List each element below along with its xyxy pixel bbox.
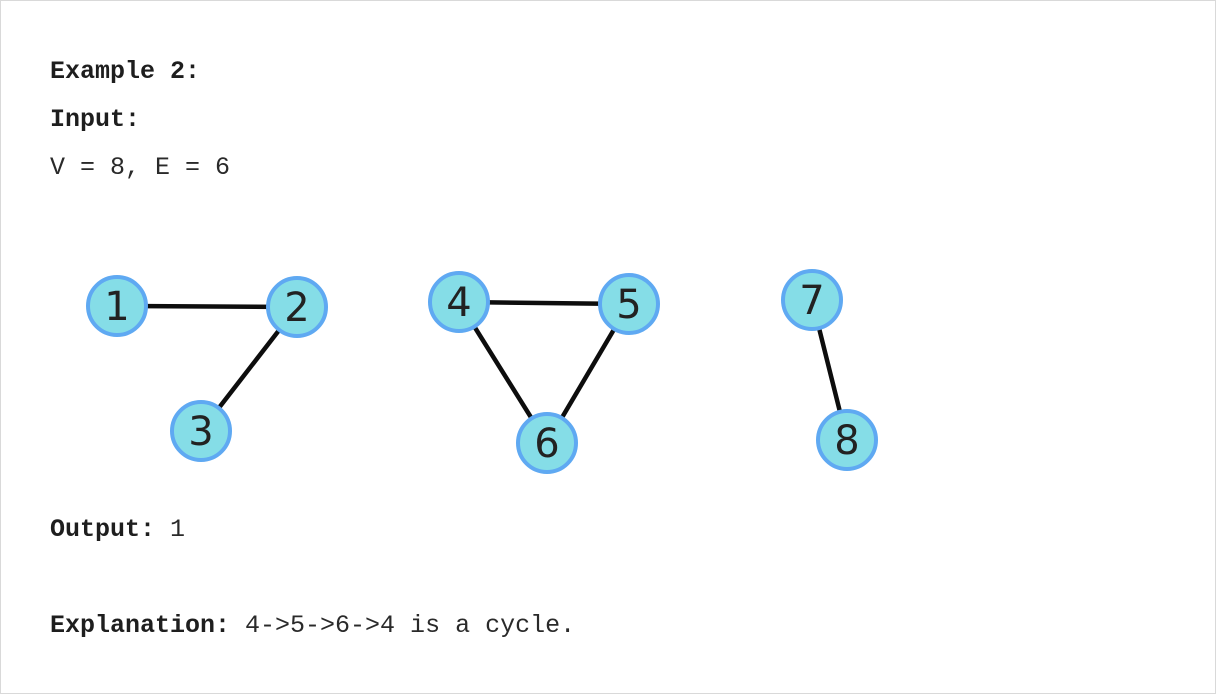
graph-node-label: 6	[534, 421, 559, 467]
graph-node-circle	[170, 400, 232, 462]
graph-node-7: 7	[781, 269, 843, 331]
output-label: Output:	[50, 515, 156, 544]
graph-node-label: 3	[188, 409, 213, 455]
graph-node-label: 8	[834, 418, 859, 464]
graph-node-label: 2	[284, 285, 309, 331]
graph-node-2: 2	[266, 276, 328, 338]
graph-node-6: 6	[516, 412, 578, 474]
graph-node-3: 3	[170, 400, 232, 462]
explanation-text: 4->5->6->4 is a cycle.	[230, 611, 576, 640]
graph-node-8: 8	[816, 409, 878, 471]
graph-node-5: 5	[598, 273, 660, 335]
graph-node-circle	[598, 273, 660, 335]
graph-node-circle	[516, 412, 578, 474]
graph-nodes: 1 2 3 4 5 6 7 8	[86, 269, 878, 474]
graph-node-circle	[266, 276, 328, 338]
input-label: Input:	[50, 105, 141, 134]
explanation-line: Explanation: 4->5->6->4 is a cycle.	[50, 611, 575, 641]
graph-node-4: 4	[428, 271, 490, 333]
graph-node-label: 4	[446, 280, 471, 326]
graph-node-label: 7	[799, 278, 824, 324]
graph-node-label: 1	[104, 284, 129, 330]
graph-node-circle	[816, 409, 878, 471]
graph-node-1: 1	[86, 275, 148, 337]
input-params: V = 8, E = 6	[50, 153, 231, 182]
graph-node-label: 5	[616, 282, 641, 328]
output-line: Output: 1	[50, 515, 185, 545]
graph-node-circle	[781, 269, 843, 331]
explanation-label: Explanation:	[50, 611, 231, 640]
graph-node-circle	[86, 275, 148, 337]
graph-node-circle	[428, 271, 490, 333]
example-title: Example 2:	[50, 57, 201, 86]
output-value: 1	[155, 515, 186, 544]
